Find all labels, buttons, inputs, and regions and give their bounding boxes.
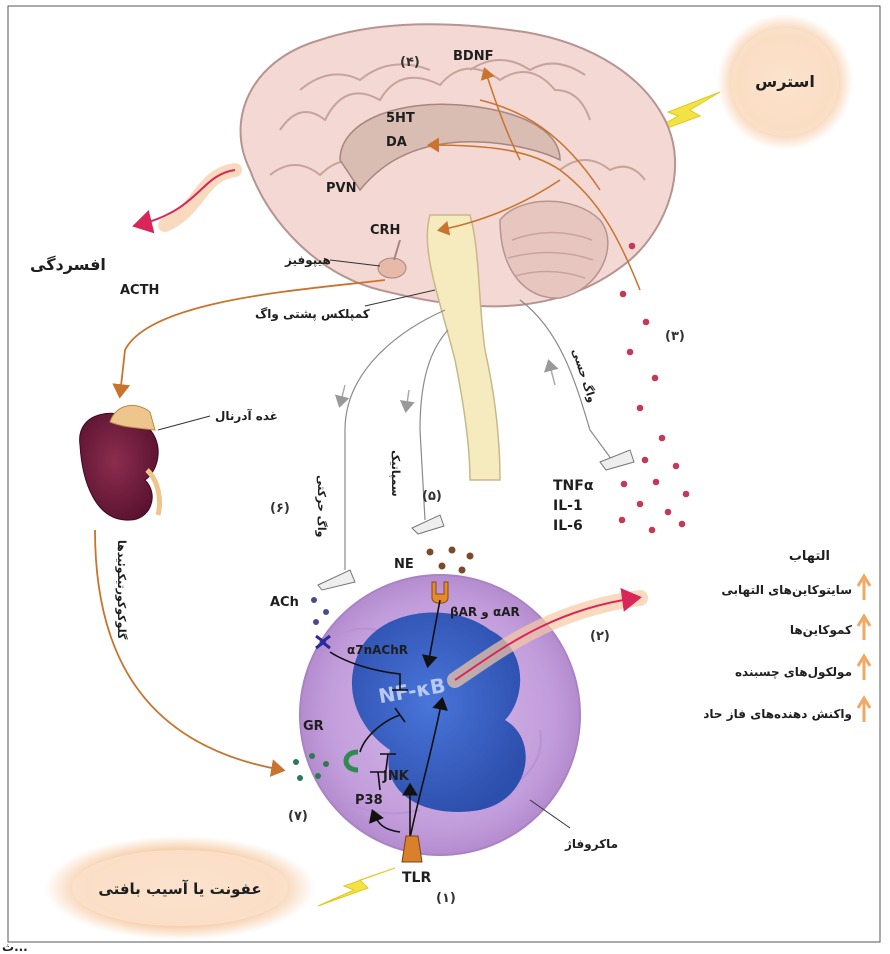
adrenal-label: غده آدرنال: [215, 408, 278, 423]
step-number-7: (۷): [288, 809, 308, 824]
macrophage-cell: [300, 575, 580, 855]
gr-label: GR: [303, 719, 324, 734]
tlr-receptor-icon: [402, 836, 422, 862]
adrenergic-receptor-label: βAR و αAR: [450, 605, 520, 620]
stress-label: استرس: [755, 72, 815, 91]
pituitary-label: هیپوفیز: [284, 253, 331, 268]
macrophage-label: ماکروفاژ: [564, 837, 618, 852]
chemokines-label: کموکاین‌ها: [790, 623, 852, 638]
dorsal-vagal-label: کمپلکس پشتی واگ: [255, 306, 370, 322]
pvn-label: PVN: [326, 181, 356, 196]
tlr-label: TLR: [402, 870, 431, 886]
step-number-3: (۳): [665, 329, 685, 344]
step-number-4: (۴): [400, 55, 420, 70]
ne-label: NE: [394, 557, 414, 572]
infection-bubble: عفونت یا آسیب بافتی: [45, 836, 315, 940]
jnk-label: JNK: [382, 769, 410, 784]
step-number-2: (۲): [590, 629, 610, 644]
a7-receptor-label: α7nAChR: [347, 643, 408, 657]
step-number-5: (۵): [422, 489, 442, 504]
glucocorticoid-label: گلوکوکورتیکوئیدها: [115, 540, 128, 640]
ach-label: ACh: [270, 595, 299, 610]
stress-bubble: استرس: [717, 14, 853, 150]
il6-label: IL-6: [553, 518, 583, 534]
p38-label: P38: [355, 793, 383, 808]
infection-label: عفونت یا آسیب بافتی: [98, 880, 261, 898]
footer-fragment: ث...: [2, 940, 28, 954]
inflammation-title: التهاب: [789, 549, 830, 564]
acth-label: ACTH: [120, 283, 159, 298]
il1-label: IL-1: [553, 498, 583, 514]
sympathetic-label: سمپاتیک: [389, 450, 402, 497]
acute-phase-label: واکنش دهنده‌های فاز حاد: [703, 707, 852, 722]
step-number-1: (۱): [436, 891, 456, 906]
5ht-label: 5HT: [386, 111, 415, 126]
adhesion-label: مولکول‌های چسبنده: [735, 665, 852, 680]
bdnf-label: BDNF: [453, 49, 493, 64]
da-label: DA: [386, 135, 407, 150]
crh-label: CRH: [370, 223, 400, 238]
motor-vagus-label: واگ حرکتی: [315, 475, 329, 538]
depression-label: افسردگی: [30, 255, 106, 274]
step-number-6: (۶): [270, 501, 290, 516]
cytokines-label: سایتوکاین‌های التهابی: [721, 583, 852, 598]
tnf-label: TNFα: [553, 478, 594, 494]
